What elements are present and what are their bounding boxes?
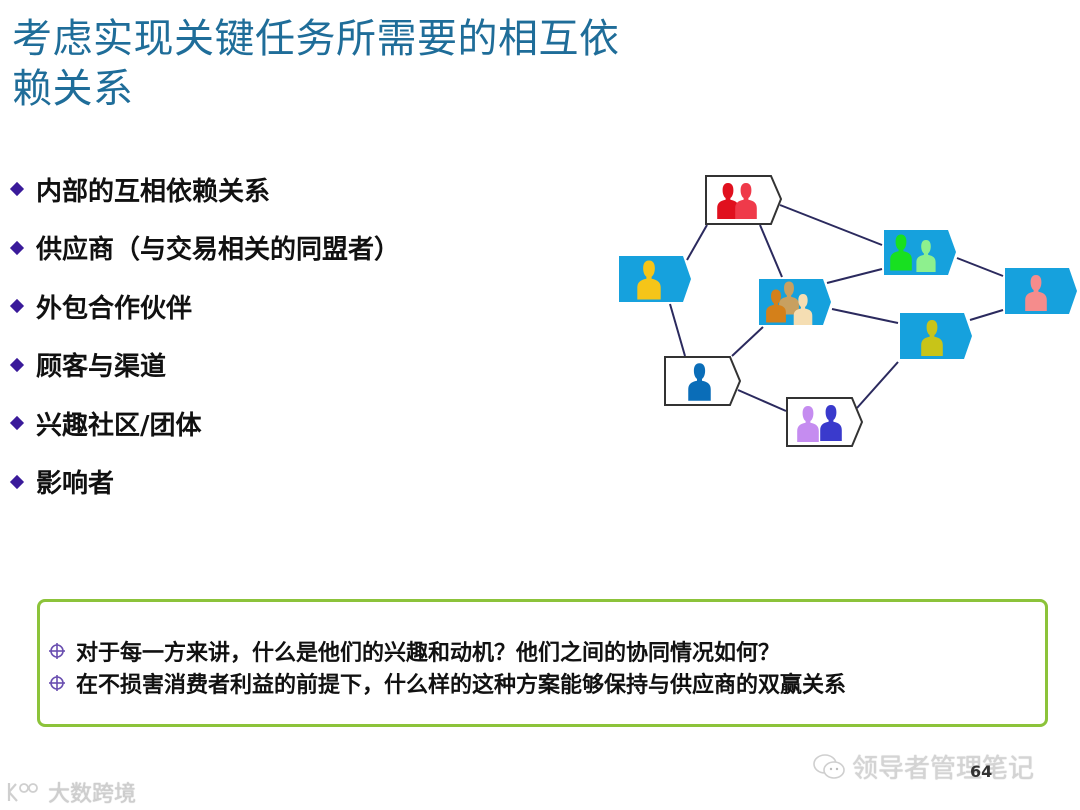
watermark-left: 大数跨境 [6, 776, 136, 808]
logo-icon [7, 783, 38, 802]
edge-darkblue-purple [737, 389, 787, 412]
edge-red-green [779, 204, 883, 246]
bullet-label: 兴趣社区/团体 [36, 410, 202, 441]
bullet-label: 外包合作伙伴 [36, 293, 193, 324]
callout-item: 对于每一方来讲，什么是他们的兴趣和动机？他们之间的协同情况如何？ [48, 635, 846, 667]
edge-olive-purple [856, 361, 899, 409]
wechat-icon [813, 753, 845, 779]
diamond-bullet-icon [9, 240, 25, 255]
bullet-label: 供应商（与交易相关的同盟者） [36, 235, 401, 266]
page-number: 64 [970, 762, 993, 781]
node-olive [900, 313, 972, 359]
node-purple-pair [786, 397, 864, 447]
title-line-1: 考虑实现关键任务所需要的相互依 [12, 16, 620, 62]
node-red-pair [705, 175, 783, 225]
node-multi [759, 279, 831, 325]
callout-item-label: 在不损害消费者利益的前提下，什么样的这种方案能够保持与供应商的双赢关系 [76, 673, 847, 698]
title-line-2: 赖关系 [12, 66, 134, 112]
bullet-label: 影响者 [36, 469, 115, 500]
callout-item-label: 对于每一方来讲，什么是他们的兴趣和动机？他们之间的协同情况如何？ [76, 641, 781, 666]
watermark-right-text: 领导者管理笔记 [852, 754, 1035, 784]
diamond-bullet-icon [9, 357, 25, 372]
edge-multi-olive [831, 308, 899, 324]
key-questions-callout: 对于每一方来讲，什么是他们的兴趣和动机？他们之间的协同情况如何？ 在不损害消费者… [37, 599, 1048, 727]
bullet-item: 内部的互相依赖关系 [8, 160, 400, 219]
diamond-bullet-icon [9, 474, 25, 489]
edge-olive-pink [969, 309, 1004, 321]
crosshair-bullet-icon [49, 643, 65, 659]
edge-multi-darkblue [731, 326, 764, 357]
bullet-label: 顾客与渠道 [36, 352, 167, 383]
node-dark-blue [664, 356, 742, 406]
diamond-bullet-icon [9, 416, 25, 431]
bullet-item: 外包合作伙伴 [8, 277, 400, 336]
bullet-item: 供应商（与交易相关的同盟者） [8, 219, 400, 278]
bullet-item: 影响者 [8, 453, 400, 512]
node-yellow [619, 256, 691, 302]
edge-red-multi [759, 224, 783, 278]
edge-red-yellow [686, 224, 708, 261]
bullet-label: 内部的互相依赖关系 [36, 176, 271, 207]
watermark-right: 领导者管理笔记 [812, 748, 1034, 785]
bullet-item: 兴趣社区/团体 [8, 394, 400, 453]
edge-yellow-darkblue [669, 303, 686, 357]
crosshair-bullet-icon [49, 675, 65, 691]
bullet-item: 顾客与渠道 [8, 336, 400, 395]
callout-item: 在不损害消费者利益的前提下，什么样的这种方案能够保持与供应商的双赢关系 [48, 667, 846, 699]
node-green-pair [884, 230, 956, 275]
callout-list: 对于每一方来讲，什么是他们的兴趣和动机？他们之间的协同情况如何？ 在不损害消费者… [48, 635, 846, 699]
edge-green-pink [956, 257, 1004, 277]
watermark-left-text: 大数跨境 [48, 782, 137, 807]
edge-multi-green [826, 268, 883, 284]
node-pink [1005, 268, 1077, 314]
slide-title: 考虑实现关键任务所需要的相互依 赖关系 [12, 14, 812, 114]
diamond-bullet-icon [9, 182, 25, 197]
diamond-bullet-icon [9, 299, 25, 314]
bullet-list: 内部的互相依赖关系 供应商（与交易相关的同盟者） 外包合作伙伴 顾客与渠道 兴趣… [8, 160, 400, 511]
